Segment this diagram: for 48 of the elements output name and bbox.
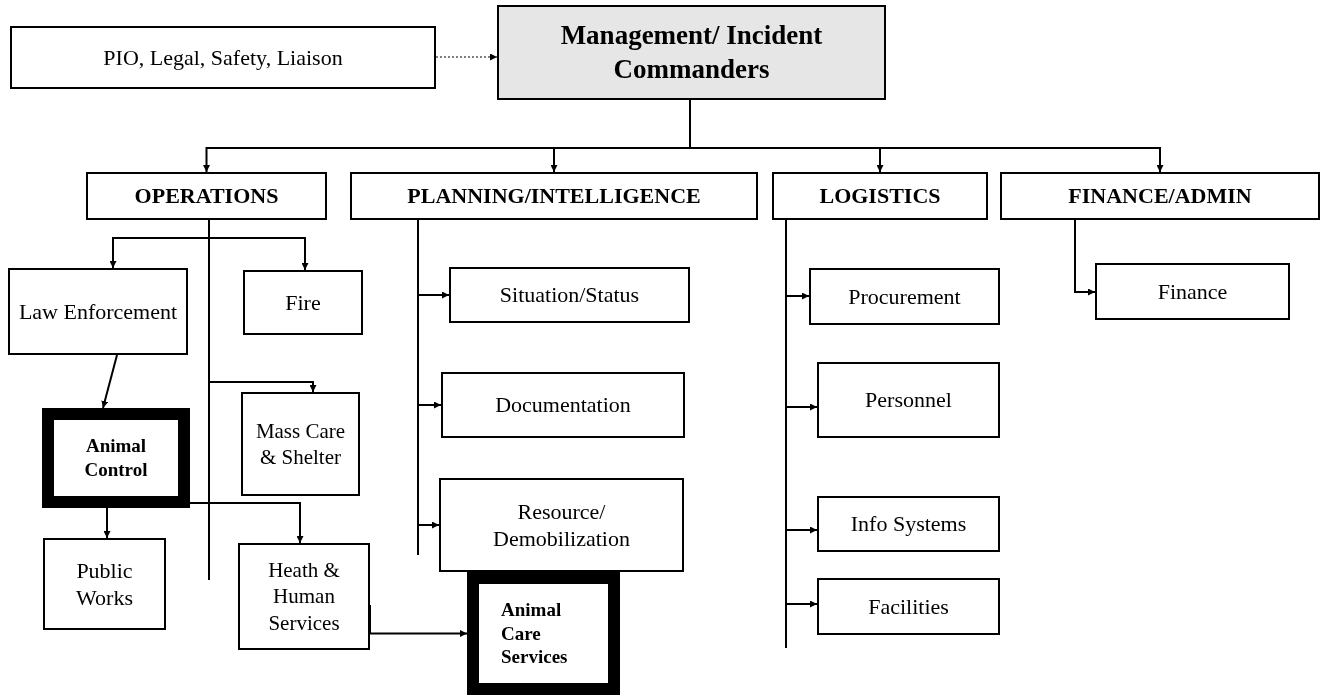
box-label: Fire [285, 288, 321, 317]
box-label: Info Systems [850, 510, 967, 538]
org-box [497, 5, 886, 100]
connector-arrow [208, 219, 317, 393]
connector-arrow [417, 219, 440, 529]
org-box [439, 478, 684, 572]
box-label: Heath & Human Services [267, 557, 341, 636]
org-box [817, 362, 1000, 438]
box-label: Procurement [848, 282, 961, 311]
org-box [10, 26, 436, 89]
connector-arrow [189, 502, 304, 544]
connector-arrow [101, 354, 118, 409]
org-box [441, 372, 685, 438]
org-box [350, 172, 758, 220]
box-label: FINANCE/ADMIN [1068, 182, 1252, 210]
org-box [8, 268, 188, 355]
org-box [467, 572, 620, 695]
connector-arrow [103, 507, 111, 539]
box-label: Facilities [868, 592, 949, 621]
box-label: Management/ Incident Commanders [559, 18, 824, 86]
box-label: Situation/Status [499, 281, 640, 309]
org-box [449, 267, 690, 323]
org-box [817, 496, 1000, 552]
box-label: Resource/ Demobilization [492, 497, 631, 553]
box-label: PLANNING/INTELLIGENCE [407, 182, 701, 210]
box-label: Finance [1157, 277, 1228, 306]
box-label: PIO, Legal, Safety, Liaison [103, 43, 343, 72]
org-box [42, 408, 190, 508]
box-label: LOGISTICS [819, 182, 941, 210]
box-label: OPERATIONS [134, 182, 279, 210]
connector-arrow [1074, 219, 1096, 296]
box-label: Public Works [75, 556, 134, 612]
box-label: Personnel [865, 386, 952, 414]
org-box [772, 172, 988, 220]
box-label: Documentation [495, 391, 631, 419]
org-box [43, 538, 166, 630]
box-label: Mass Care & Shelter [254, 417, 347, 471]
box-label: Law Enforcement [18, 297, 178, 326]
org-box [817, 578, 1000, 635]
org-box [86, 172, 327, 220]
org-box [243, 270, 363, 335]
org-box [1095, 263, 1290, 320]
org-box [809, 268, 1000, 325]
org-box [238, 543, 370, 650]
org-box [1000, 172, 1320, 220]
box-label: Animal Care Services [501, 597, 569, 670]
org-box [241, 392, 360, 496]
box-label: Animal Control [83, 434, 149, 482]
